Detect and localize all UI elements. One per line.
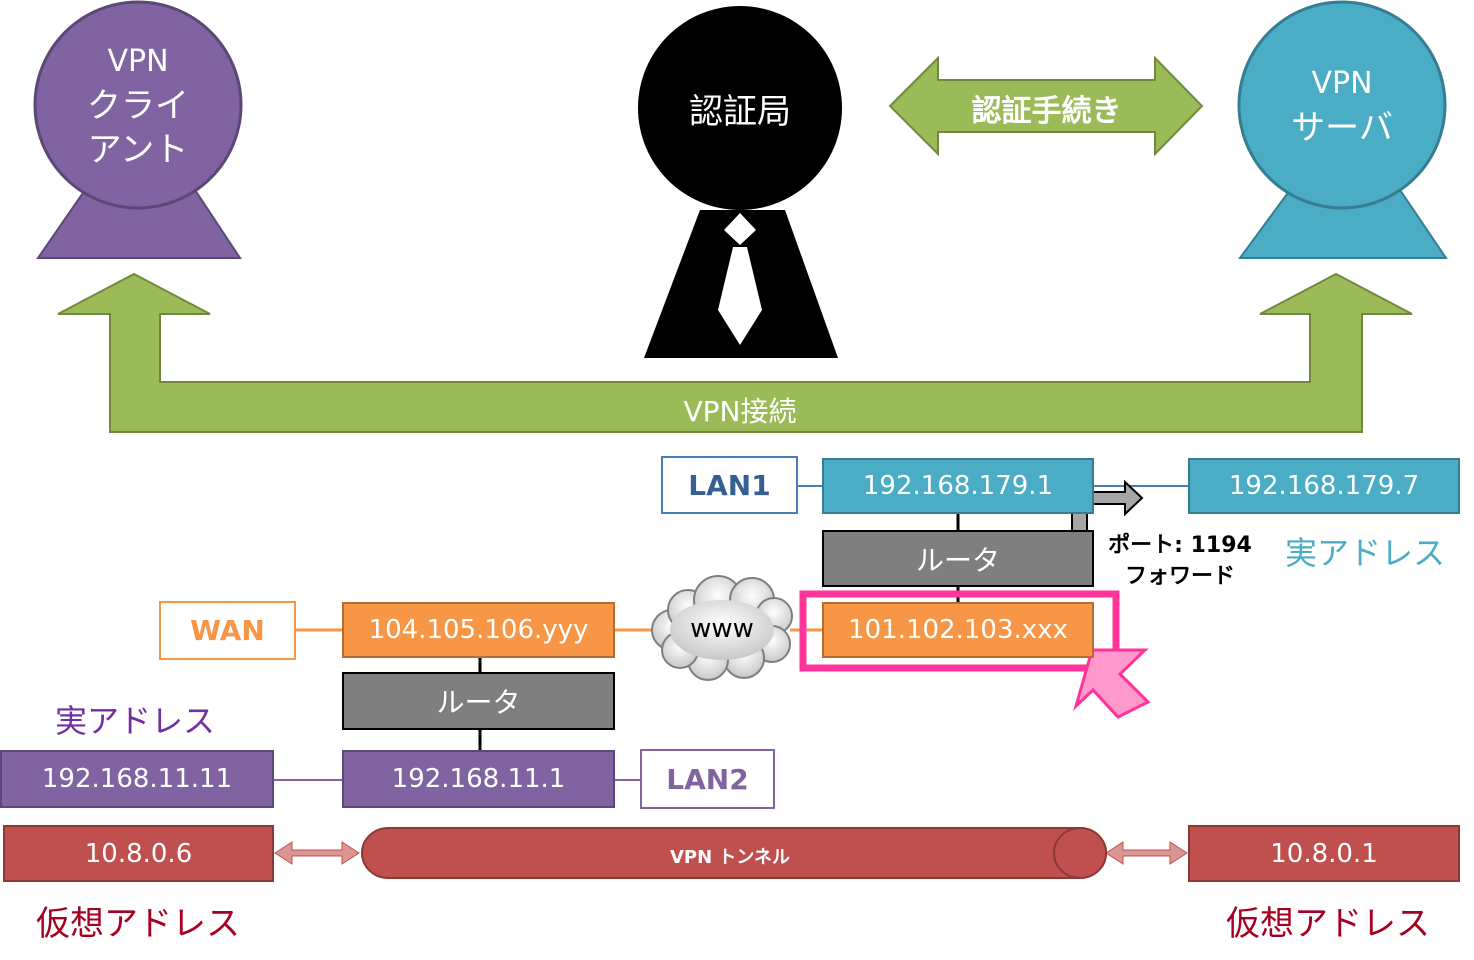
tunnel-left-double-arrow <box>274 841 360 865</box>
client-label-line2: クライ <box>87 86 189 126</box>
vpn-tunnel-label: VPN トンネル <box>669 847 791 868</box>
lan1-server-ip-box: 192.168.179.7 <box>1188 458 1460 514</box>
port-forward-line2: フォワード <box>1124 564 1235 589</box>
vpn-connection-arrow <box>57 272 1413 433</box>
tunnel-right-double-arrow <box>1105 841 1188 865</box>
server-label-line2: サーバ <box>1291 108 1393 148</box>
lan2-router-ip-box: 192.168.11.1 <box>342 750 615 808</box>
lan1-router-box: ルータ <box>822 530 1094 587</box>
vpn-server-icon <box>1237 0 1448 259</box>
lan1-router-ip-box: 192.168.179.1 <box>822 458 1094 514</box>
client-real-address-label: 実アドレス <box>55 702 216 740</box>
lan1-label-box: LAN1 <box>661 456 798 514</box>
network-lines <box>274 485 1188 781</box>
vpn-client-label: VPN クライ アント <box>38 40 238 172</box>
wan-router-ip-box: 104.105.106.yyy <box>342 602 615 658</box>
lan1-wan-ip-box: 101.102.103.xxx <box>822 602 1094 658</box>
auth-procedure-label: 認証手続き <box>971 94 1122 129</box>
server-virtual-address-label: 仮想アドレス <box>1226 904 1430 944</box>
lan2-router-box: ルータ <box>342 672 615 730</box>
certificate-authority-icon <box>638 6 842 358</box>
client-label-line3: アント <box>87 130 189 170</box>
certificate-authority-label: 認証局 <box>689 92 791 132</box>
highlight-frame <box>799 590 1120 672</box>
vpn-connection-label: VPN接続 <box>683 395 797 428</box>
client-virtual-ip-box: 10.8.0.6 <box>3 825 274 882</box>
server-virtual-ip-box: 10.8.0.1 <box>1188 825 1460 882</box>
internet-cloud-label: www <box>690 614 754 644</box>
vpn-tunnel-cylinder <box>361 827 1107 879</box>
internet-cloud-icon <box>651 575 793 681</box>
port-forward-line1: ポート: 1194 <box>1108 533 1252 558</box>
pointer-arrow-icon <box>1073 648 1151 719</box>
wan-label-box: WAN <box>159 601 296 660</box>
lan2-label-box: LAN2 <box>640 749 775 809</box>
client-label-line1: VPN <box>107 44 169 79</box>
lan2-client-ip-box: 192.168.11.11 <box>0 750 274 808</box>
port-forward-label: ポート: 1194 フォワード <box>1100 530 1260 592</box>
vpn-client-icon <box>33 0 243 259</box>
server-label-line1: VPN <box>1311 66 1373 101</box>
auth-double-arrow <box>888 55 1204 157</box>
vpn-server-label: VPN サーバ <box>1242 62 1442 150</box>
client-virtual-address-label: 仮想アドレス <box>36 904 240 944</box>
server-real-address-label: 実アドレス <box>1285 534 1446 572</box>
